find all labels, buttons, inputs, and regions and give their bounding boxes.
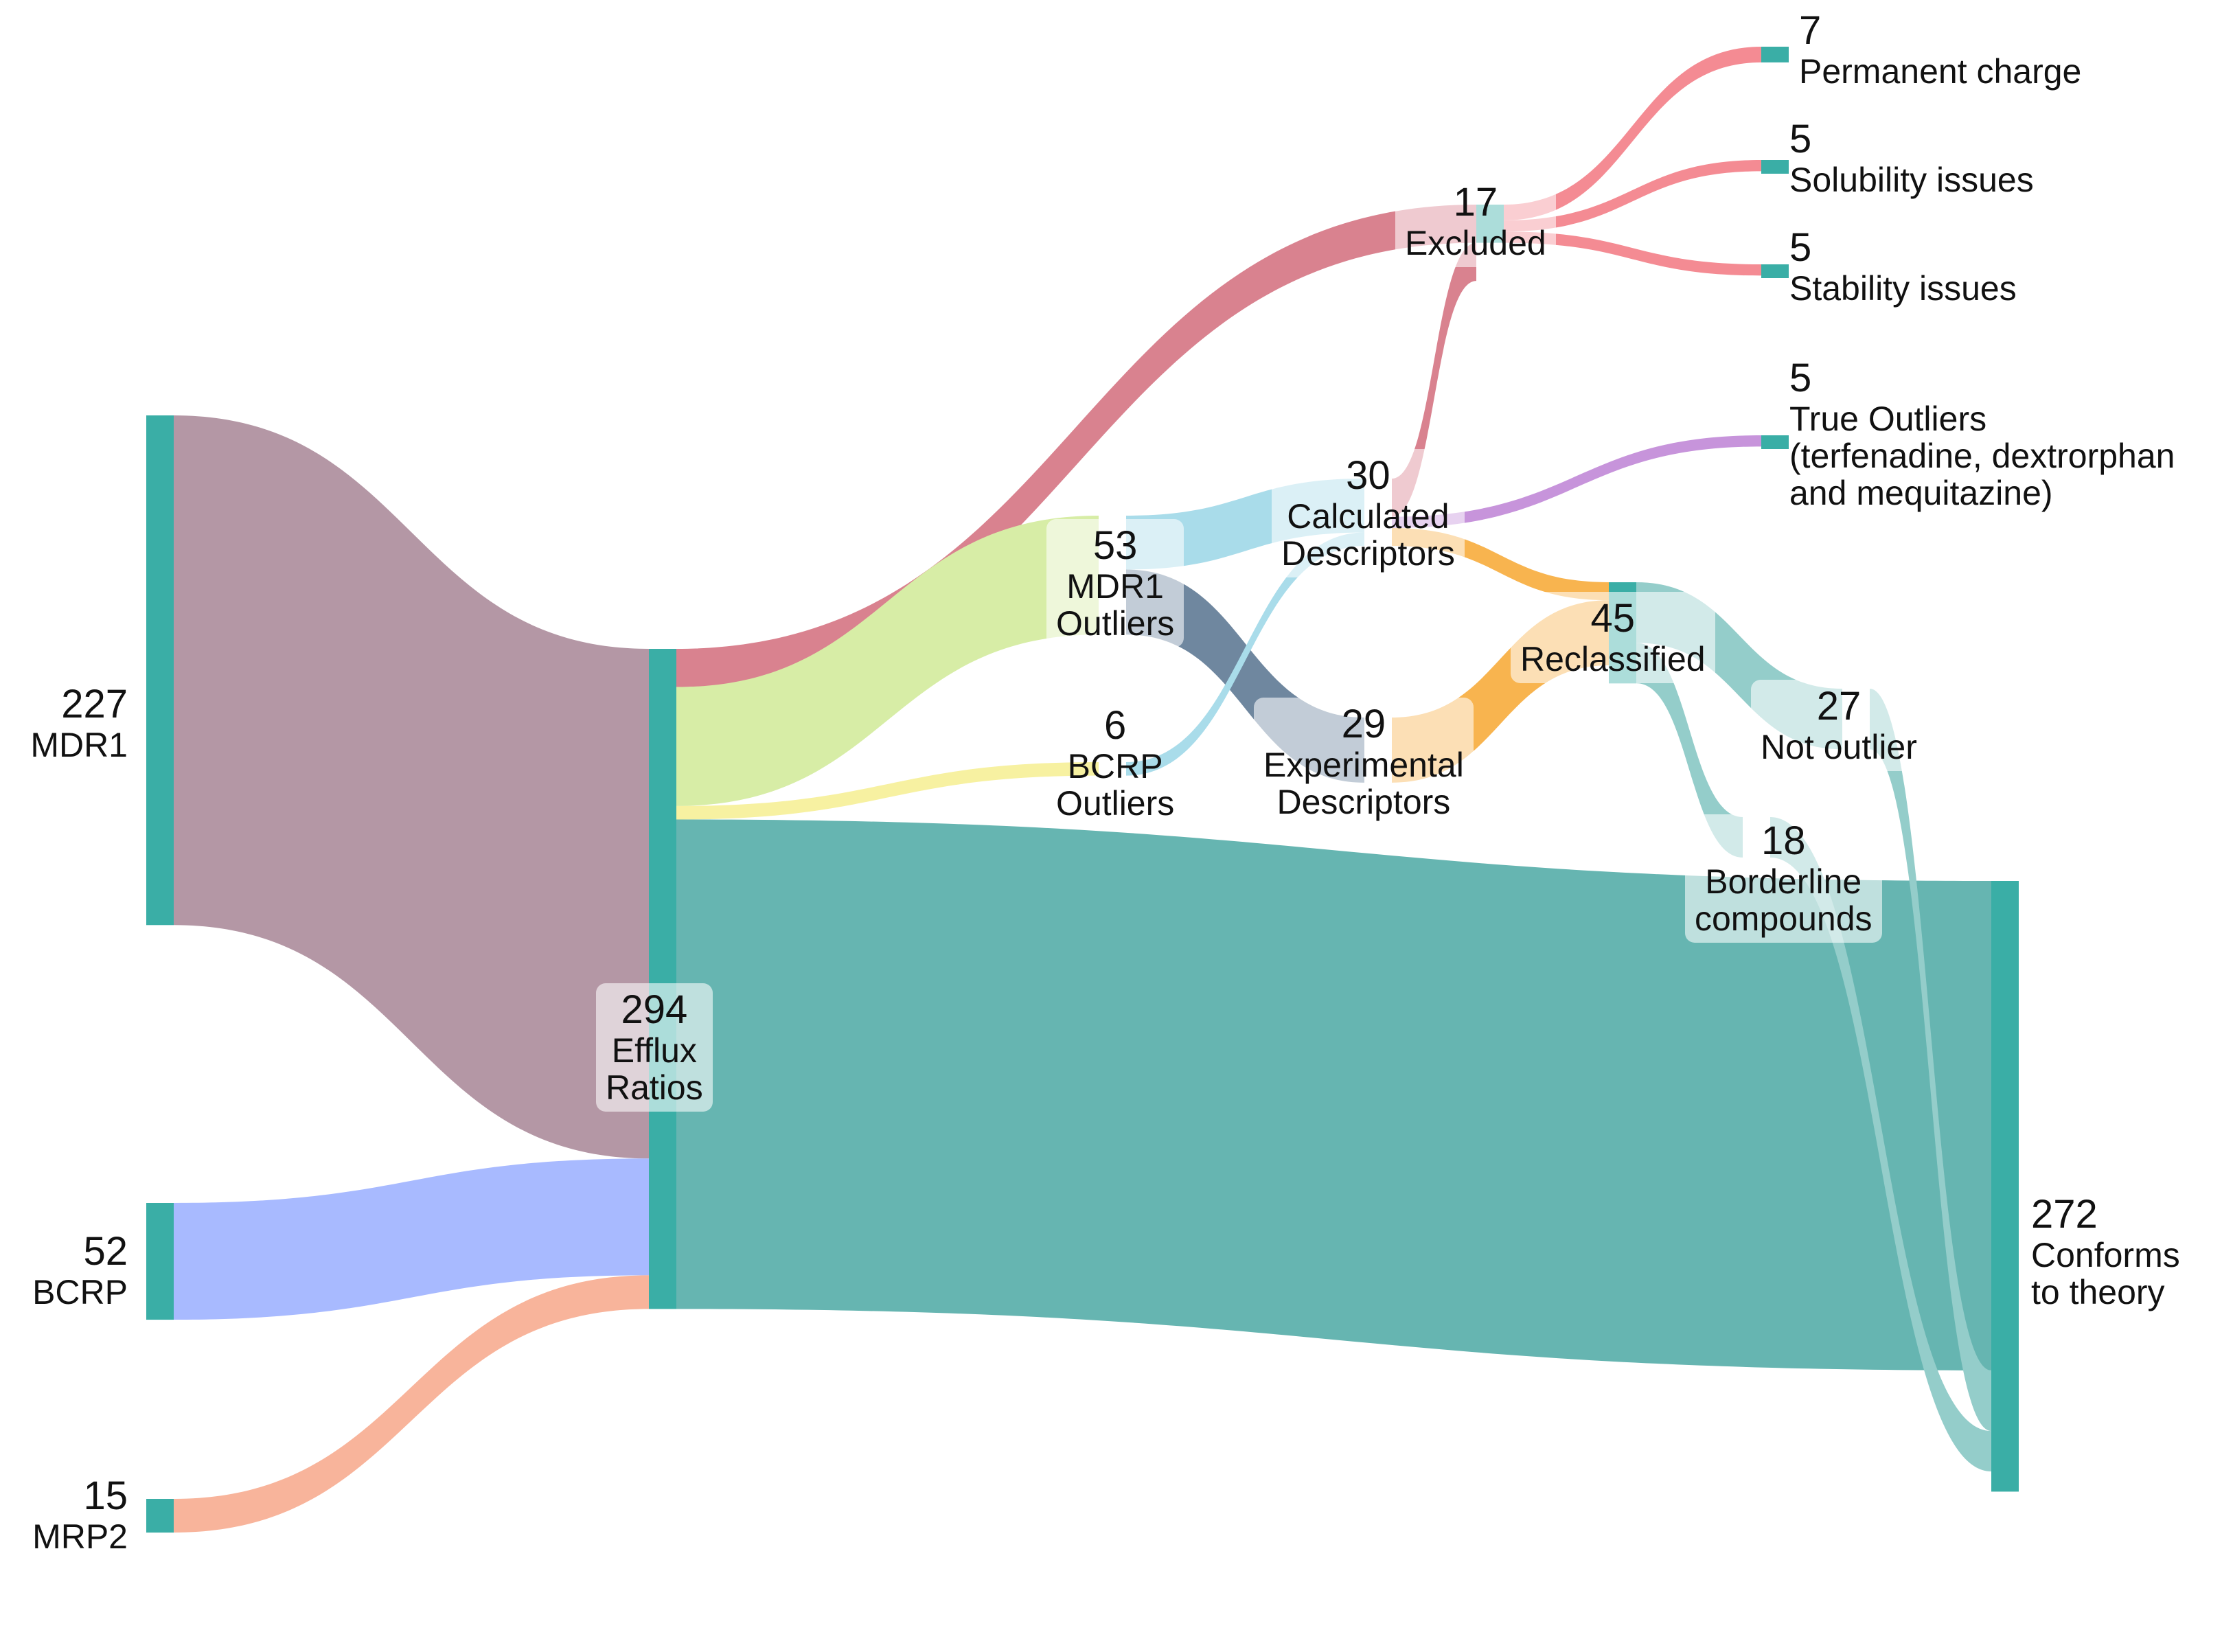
- link-mrp2-to-efflux: [174, 1275, 649, 1533]
- node-bar-solubility: [1761, 160, 1789, 174]
- node-bar-mdr1: [146, 415, 174, 926]
- node-label-not-outlier: 27 Not outlier: [1751, 680, 1927, 771]
- link-bcrp-to-efflux: [174, 1158, 649, 1320]
- link-not-outlier-to-conforms: [1870, 689, 1991, 1432]
- node-bar-efflux: [649, 649, 676, 1309]
- node-bar-bcrp: [146, 1203, 174, 1320]
- link-efflux-to-conforms: [676, 819, 1991, 1370]
- link-efflux-to-bcrp-outliers: [676, 762, 1099, 820]
- link-bcrp-outliers-to-calculated: [1126, 532, 1364, 776]
- link-mdr1-to-efflux: [174, 415, 649, 1159]
- link-efflux-to-excluded: [676, 205, 1476, 687]
- link-reclassified-to-borderline: [1636, 643, 1743, 858]
- link-efflux-to-mdr1-outliers: [676, 516, 1099, 806]
- node-bar-conforms: [1991, 881, 2019, 1492]
- node-label-reclassified: 45 Reclassified: [1511, 592, 1715, 683]
- sankey-nodes: [146, 47, 2019, 1533]
- link-calculated-to-true-outliers: [1392, 435, 1761, 528]
- link-excluded-to-solubility: [1504, 160, 1761, 232]
- node-label-bcrp: 52 BCRP: [32, 1229, 128, 1311]
- link-excluded-to-permanent: [1504, 47, 1761, 220]
- node-bar-mrp2: [146, 1499, 174, 1533]
- node-label-stability-issues: 5 Stability issues: [1789, 225, 2017, 308]
- node-label-mrp2: 15 MRP2: [32, 1473, 128, 1556]
- link-borderline-to-conforms: [1770, 817, 1991, 1472]
- node-label-solubility-issues: 5 Solubility issues: [1789, 117, 2034, 199]
- link-calculated-to-excluded: [1392, 242, 1476, 517]
- link-excluded-to-stability: [1504, 231, 1761, 276]
- node-bar-stability: [1761, 264, 1789, 278]
- node-bar-true-outliers: [1761, 435, 1789, 449]
- node-bar-permanent: [1761, 47, 1789, 62]
- node-label-mdr1: 227 MDR1: [30, 682, 128, 764]
- node-label-true-outliers: 5 True Outliers(terfenadine, dextrorphan…: [1789, 356, 2175, 512]
- node-label-permanent-charge: 7 Permanent charge: [1799, 8, 2082, 91]
- node-label-excluded: 17 Excluded: [1395, 176, 1556, 267]
